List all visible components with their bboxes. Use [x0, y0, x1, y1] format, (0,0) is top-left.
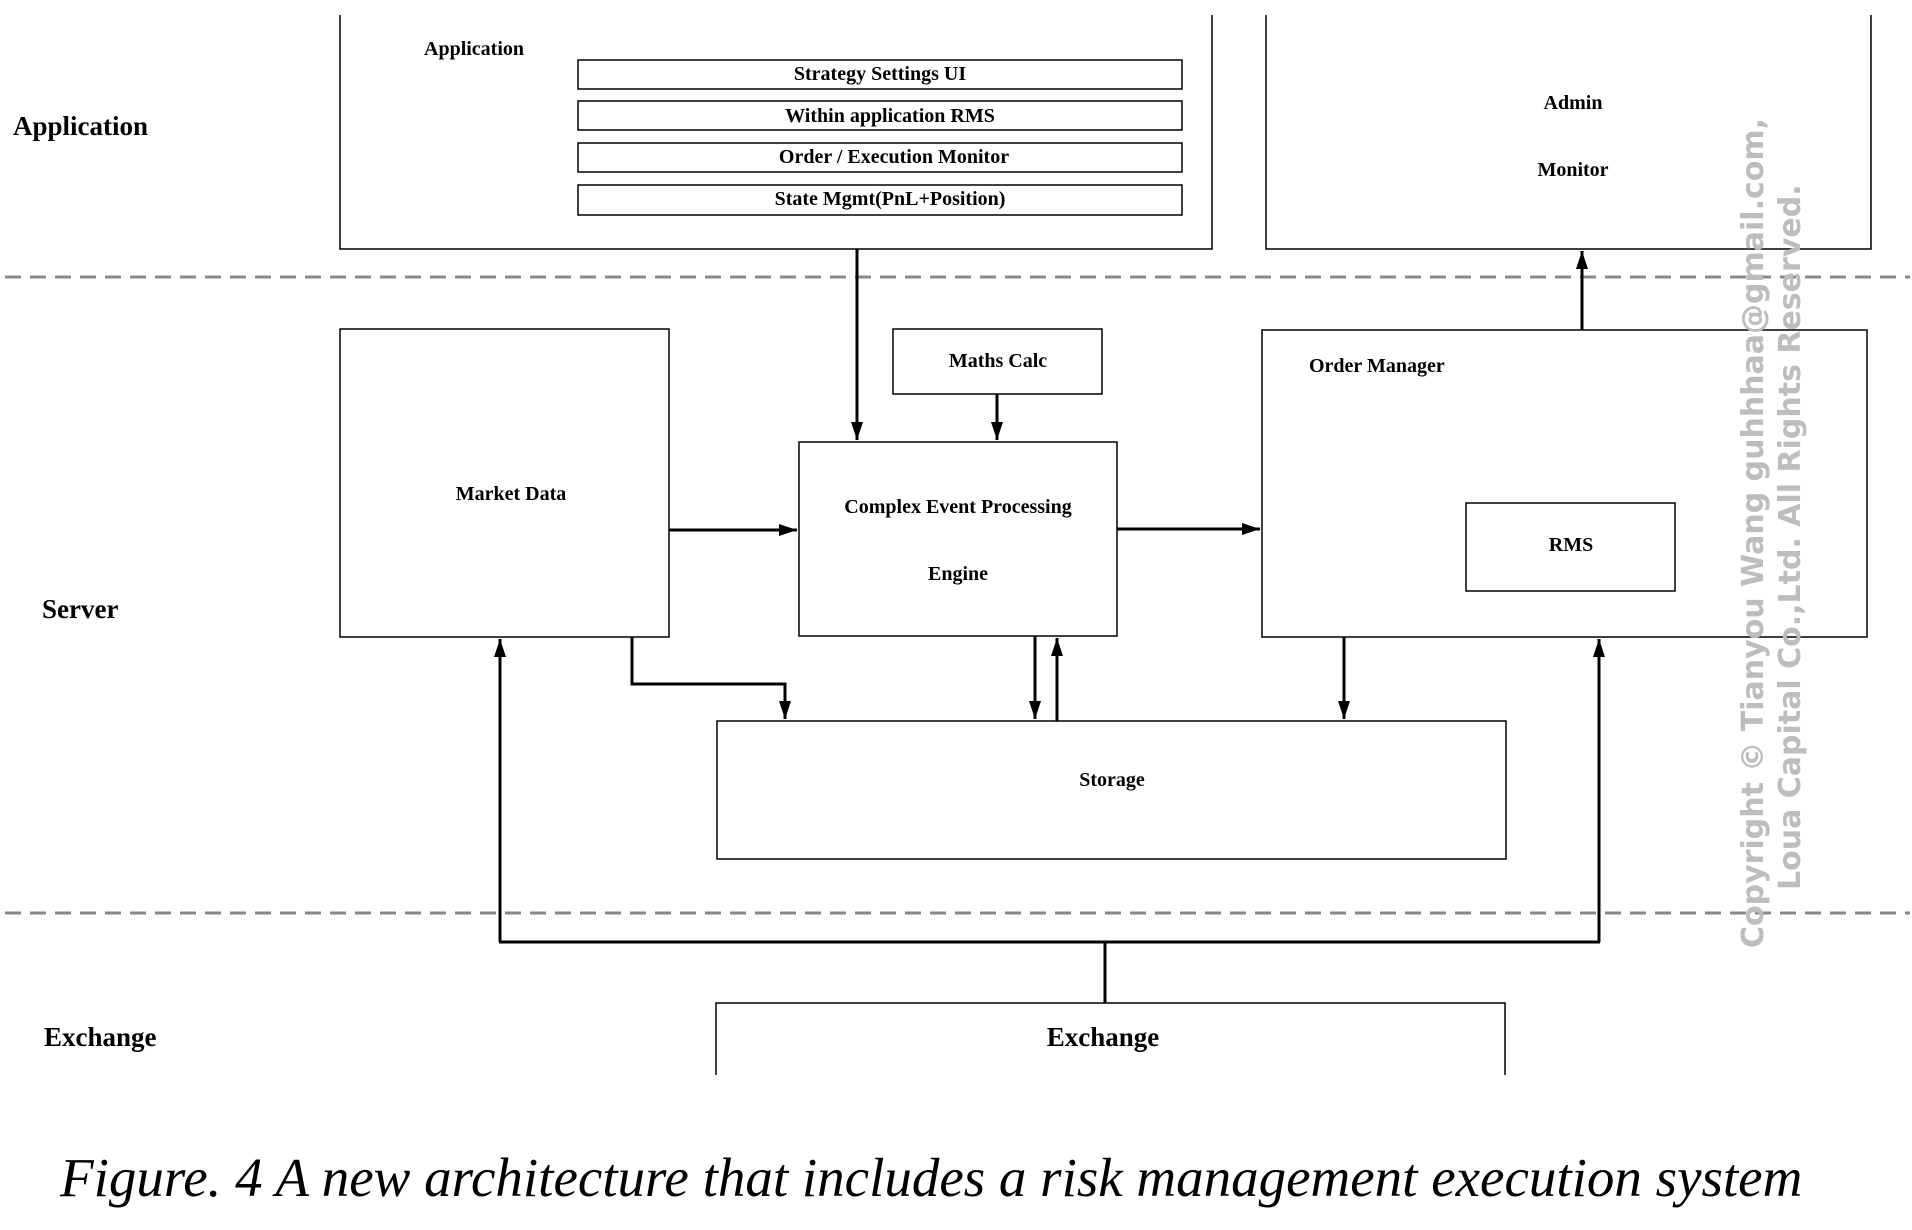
- order-manager-box: Order Manager RMS: [1261, 329, 1868, 638]
- connectors: [494, 249, 1605, 1003]
- order-monitor-label: Order / Execution Monitor: [779, 146, 1009, 168]
- maths-calc-box: Maths Calc: [892, 328, 1103, 395]
- cep-engine-box: Complex Event Processing Engine: [798, 441, 1118, 637]
- exchange-box-label: Exchange: [1047, 1022, 1160, 1052]
- storage-box: Storage: [716, 720, 1507, 860]
- state-mgmt-label: State Mgmt(PnL+Position): [775, 188, 1006, 210]
- order-manager-label: Order Manager: [1309, 355, 1445, 377]
- order-monitor-box: [577, 142, 1183, 173]
- within-rms-label: Within application RMS: [785, 105, 995, 127]
- rms-label: RMS: [1549, 534, 1593, 556]
- arrow-market-to-storage: [630, 637, 791, 719]
- market-data-label: Market Data: [456, 483, 567, 505]
- cep-label-line1: Complex Event Processing: [844, 496, 1071, 518]
- maths-calc-label: Maths Calc: [949, 350, 1047, 372]
- exchange-box: Exchange: [715, 1002, 1506, 1075]
- storage-label: Storage: [1079, 769, 1145, 791]
- monitor-label: Monitor: [1537, 159, 1608, 181]
- within-rms-box: [577, 100, 1183, 131]
- state-mgmt-box: [577, 184, 1183, 216]
- layer-label-server: Server: [42, 594, 118, 624]
- market-data-box: Market Data: [339, 328, 670, 638]
- strategy-settings-box: [577, 59, 1183, 90]
- watermark-line2: Loua Capital Co.,Ltd. All Rights Reserve…: [1773, 184, 1808, 890]
- rms-box: [1465, 502, 1676, 592]
- application-box: Application Strategy Settings UI Within …: [339, 15, 1213, 250]
- layer-label-exchange: Exchange: [44, 1022, 157, 1052]
- cep-label-line2: Engine: [928, 563, 988, 585]
- application-box-title: Application: [424, 38, 524, 60]
- admin-monitor-box: Admin Monitor: [1265, 15, 1872, 250]
- strategy-settings-label: Strategy Settings UI: [794, 63, 966, 85]
- admin-label: Admin: [1544, 92, 1603, 114]
- layer-label-application: Application: [13, 111, 148, 141]
- watermark-line1: Copyright © Tianyou Wang guhhhaa@gmail.c…: [1736, 118, 1771, 948]
- figure-caption: Figure. 4 A new architecture that includ…: [59, 1147, 1802, 1208]
